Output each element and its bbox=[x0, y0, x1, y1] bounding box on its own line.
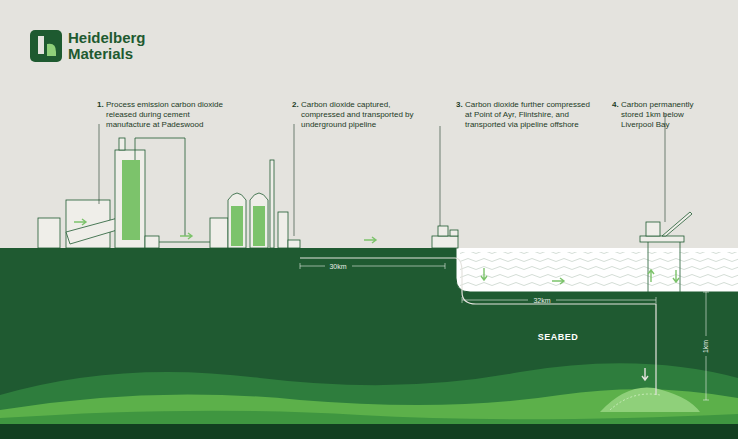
callout-text: Carbon dioxide further compressed at Poi… bbox=[465, 100, 590, 130]
logo-wordmark: Heidelberg Materials bbox=[68, 30, 178, 62]
dimension-label: 32km bbox=[533, 296, 550, 305]
callout-text: Carbon dioxide captured, compressed and … bbox=[301, 100, 419, 130]
dimension-label: 1km bbox=[701, 339, 710, 352]
callout-number: 1. bbox=[97, 100, 104, 110]
dimension-label: 30km bbox=[329, 262, 346, 271]
callout-text: Process emission carbon dioxide released… bbox=[106, 100, 234, 130]
region-label: SEABED bbox=[538, 332, 579, 342]
callout-number: 3. bbox=[456, 100, 463, 110]
callout-number: 2. bbox=[292, 100, 299, 110]
callout-text: Carbon permanently stored 1km below Live… bbox=[621, 100, 717, 130]
callout-number: 4. bbox=[612, 100, 619, 110]
